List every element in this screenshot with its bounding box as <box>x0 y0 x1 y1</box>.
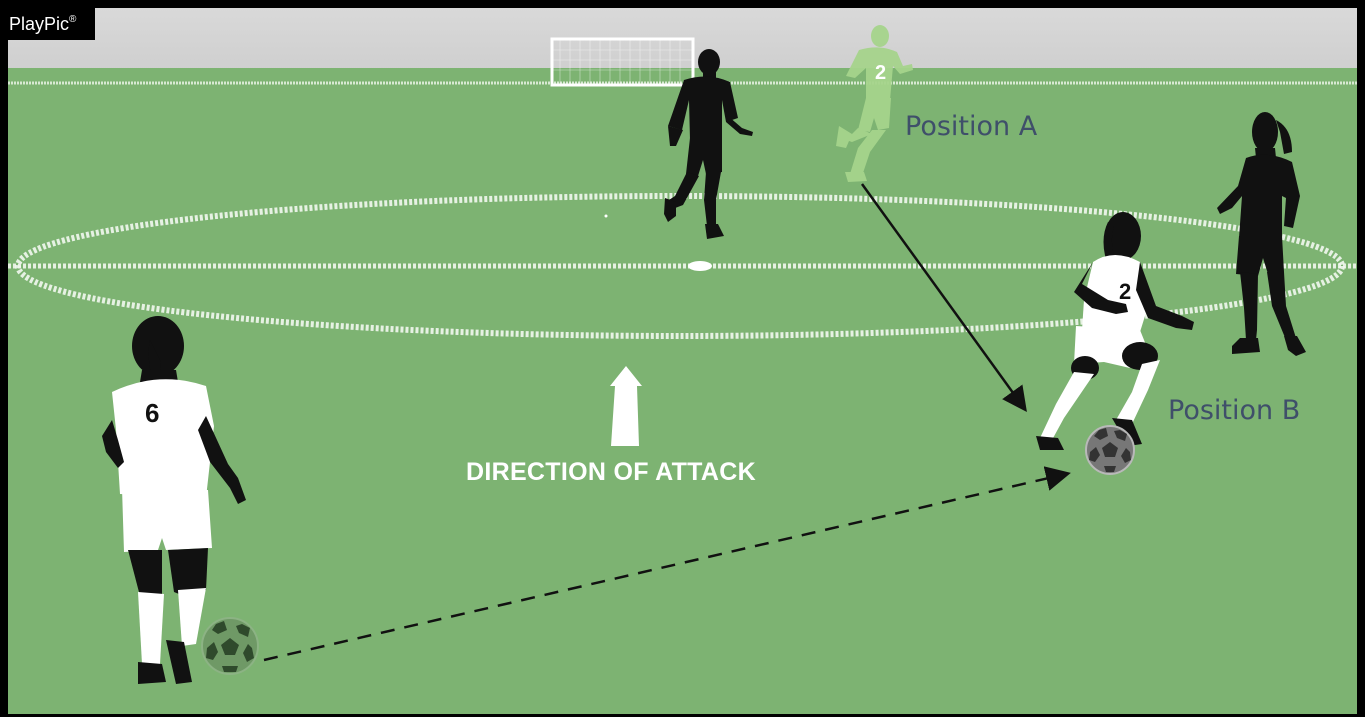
ball-position-b <box>1085 425 1135 475</box>
player-2-ghost-position-a <box>836 25 913 182</box>
brand-name: PlayPic <box>9 14 70 34</box>
position-a-label: Position A <box>905 111 1038 142</box>
ghost-jersey-number: 2 <box>875 62 886 84</box>
brand-logo: PlayPic® <box>0 0 95 40</box>
position-b-label: Position B <box>1168 395 1301 426</box>
goal <box>550 37 695 87</box>
receiver-jersey-number: 2 <box>1119 279 1131 304</box>
direction-of-attack-arrow <box>610 366 642 446</box>
direction-of-attack-label: DIRECTION OF ATTACK <box>466 458 756 486</box>
ball-passer <box>201 617 259 675</box>
brand-registered-mark: ® <box>69 14 77 25</box>
opponent-player-right <box>1217 112 1306 356</box>
player-6-passer <box>102 316 246 684</box>
center-spot <box>688 261 712 271</box>
passer-jersey-number: 6 <box>145 398 159 428</box>
player-2-receiver-position-b <box>1036 212 1194 450</box>
pass-line <box>263 466 1071 662</box>
opponent-player-midfield <box>664 49 753 239</box>
movement-arrow <box>860 183 1027 413</box>
field-grass <box>8 68 1357 714</box>
